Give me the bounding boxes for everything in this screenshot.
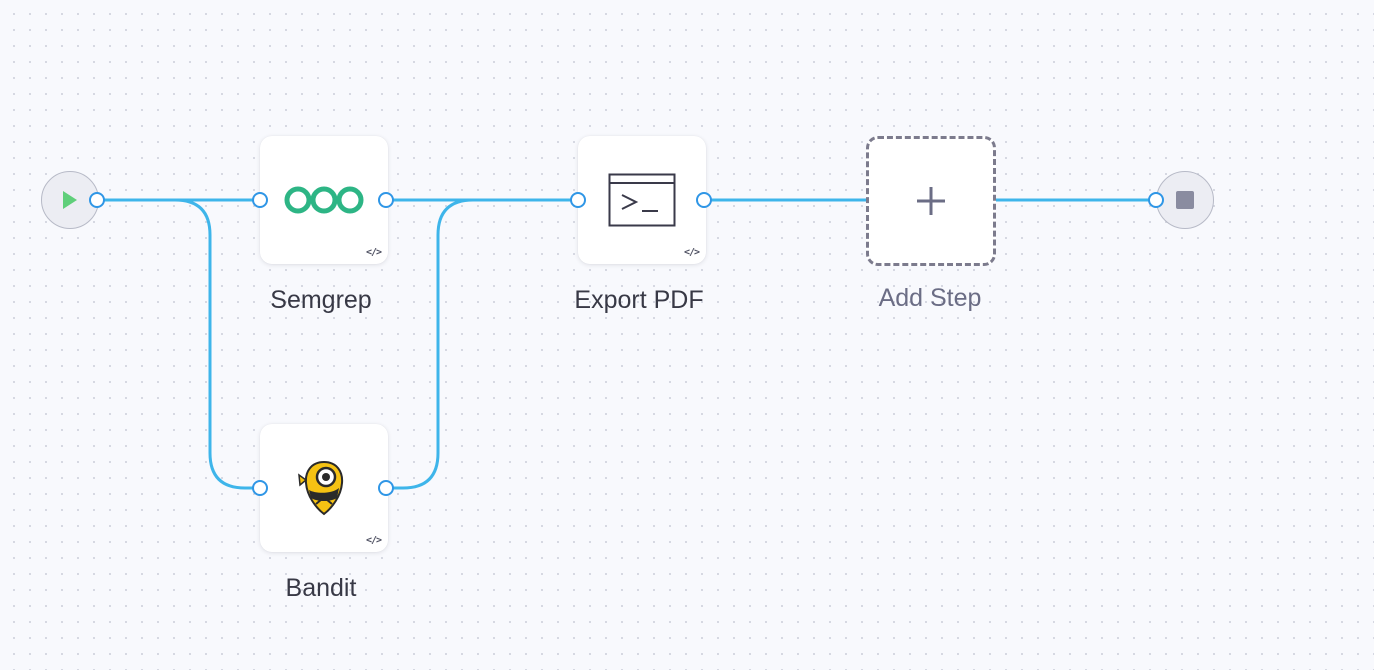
- step-node-semgrep[interactable]: </>: [260, 136, 388, 264]
- stop-icon: [1176, 191, 1194, 209]
- terminal-icon: [608, 173, 676, 227]
- code-icon[interactable]: </>: [365, 247, 382, 258]
- step-label-export-pdf: Export PDF: [574, 286, 704, 314]
- bandit-logo-icon: [298, 460, 344, 516]
- export-pdf-output-port[interactable]: [696, 192, 712, 208]
- export-pdf-input-port[interactable]: [570, 192, 586, 208]
- bandit-input-port[interactable]: [252, 480, 268, 496]
- semgrep-input-port[interactable]: [252, 192, 268, 208]
- step-node-export-pdf[interactable]: </>: [578, 136, 706, 264]
- semgrep-logo-icon: [284, 186, 364, 214]
- pipeline-end-node[interactable]: [1156, 171, 1214, 229]
- start-output-port[interactable]: [89, 192, 105, 208]
- plus-icon: [917, 187, 945, 215]
- code-icon[interactable]: </>: [365, 535, 382, 546]
- step-node-bandit[interactable]: </>: [260, 424, 388, 552]
- edge-bandit-to-export: [386, 198, 578, 490]
- add-step-label: Add Step: [878, 284, 982, 312]
- semgrep-output-port[interactable]: [378, 192, 394, 208]
- end-input-port[interactable]: [1148, 192, 1164, 208]
- add-step-button[interactable]: [866, 136, 996, 266]
- step-label-semgrep: Semgrep: [270, 286, 372, 314]
- edge-start-to-bandit: [97, 198, 260, 490]
- step-label-bandit: Bandit: [285, 574, 357, 602]
- play-icon: [63, 191, 77, 209]
- code-icon[interactable]: </>: [683, 247, 700, 258]
- bandit-output-port[interactable]: [378, 480, 394, 496]
